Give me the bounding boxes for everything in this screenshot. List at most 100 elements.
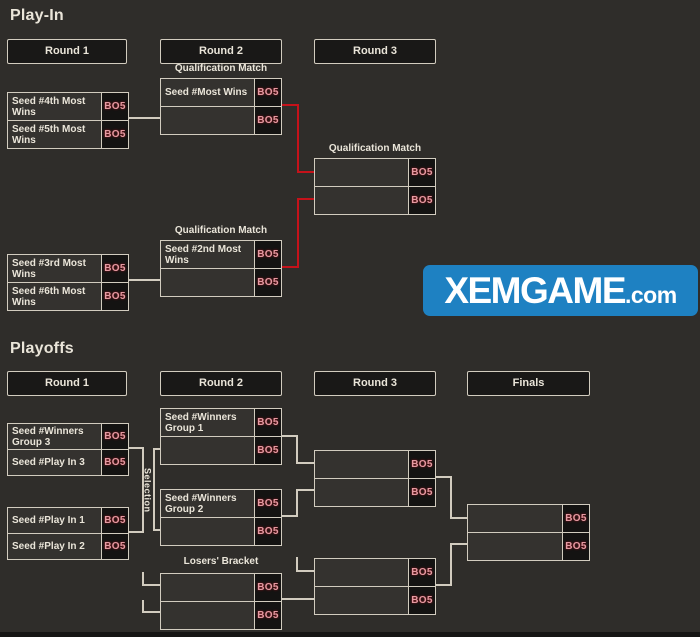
match-playin-r1-bottom: Seed #3rd Most Wins BO5 Seed #6th Most W… xyxy=(7,254,129,311)
connector-line xyxy=(450,476,452,519)
connector-line-red xyxy=(297,198,299,268)
connector-line xyxy=(282,515,298,517)
team-name: Seed #Winners Group 3 xyxy=(12,425,84,448)
team-name xyxy=(161,574,254,601)
bo5-badge: BO5 xyxy=(101,534,128,559)
match-slot: Seed #Winners Group 2 BO5 xyxy=(161,490,281,517)
match-slot: Seed #3rd Most Wins BO5 xyxy=(8,255,128,282)
bo5-badge: BO5 xyxy=(254,79,281,106)
bo5-badge: BO5 xyxy=(254,490,281,517)
match-slot: BO5 xyxy=(468,532,589,560)
match-slot: Seed #Play In 2 BO5 xyxy=(8,533,128,559)
match-playoffs-r2-bottom: Seed #Winners Group 2 BO5 BO5 xyxy=(160,489,282,546)
xemgame-watermark-logo: XEMGAME.com xyxy=(423,265,698,316)
team-name: Seed #Play In 3 xyxy=(12,457,85,468)
match-slot: BO5 xyxy=(468,505,589,532)
team-name: Seed #Winners Group 2 xyxy=(165,492,237,515)
bo5-badge: BO5 xyxy=(101,508,128,533)
playin-round2-header: Round 2 xyxy=(160,39,282,64)
bo5-badge: BO5 xyxy=(408,187,435,214)
bo5-badge: BO5 xyxy=(408,159,435,186)
connector-line xyxy=(142,447,144,533)
connector-line xyxy=(153,529,161,531)
bo5-badge: BO5 xyxy=(254,574,281,601)
bo5-badge: BO5 xyxy=(254,269,281,296)
match-playoffs-r1-bottom: Seed #Play In 1 BO5 Seed #Play In 2 BO5 xyxy=(7,507,129,560)
connector-line xyxy=(128,531,143,533)
bo5-badge: BO5 xyxy=(408,559,435,586)
team-name xyxy=(468,505,562,532)
team-name xyxy=(161,602,254,629)
match-slot: Seed #Winners Group 1 BO5 xyxy=(161,409,281,436)
match-playin-r3: BO5 BO5 xyxy=(314,158,436,215)
match-playoffs-r1-top: Seed #Winners Group 3 BO5 Seed #Play In … xyxy=(7,423,129,476)
connector-line xyxy=(296,489,315,491)
match-losers-final: BO5 BO5 xyxy=(314,558,436,615)
match-slot: BO5 xyxy=(315,186,435,214)
match-slot: Seed #5th Most Wins BO5 xyxy=(8,120,128,148)
connector-line-red xyxy=(282,266,299,268)
bo5-badge: BO5 xyxy=(408,587,435,614)
match-slot: BO5 xyxy=(161,436,281,464)
connector-line-red xyxy=(297,171,314,173)
team-name xyxy=(468,533,562,560)
connector-line-red xyxy=(297,104,299,173)
team-name: Seed #Play In 2 xyxy=(12,541,85,552)
bo5-badge: BO5 xyxy=(562,505,589,532)
match-slot: Seed #Play In 3 BO5 xyxy=(8,449,128,475)
connector-line xyxy=(296,462,315,464)
match-finals: BO5 BO5 xyxy=(467,504,590,561)
match-slot: BO5 xyxy=(161,106,281,134)
connector-elbow xyxy=(296,570,315,572)
bo5-badge: BO5 xyxy=(254,241,281,268)
bo5-badge: BO5 xyxy=(101,255,128,282)
bo5-badge: BO5 xyxy=(408,479,435,506)
connector-line xyxy=(153,448,155,531)
team-name: Seed #6th Most Wins xyxy=(12,285,86,308)
team-name: Seed #Winners Group 1 xyxy=(165,411,237,434)
match-slot: BO5 xyxy=(161,517,281,545)
team-name: Seed #3rd Most Wins xyxy=(12,257,86,280)
selection-label: Selection xyxy=(142,467,153,513)
match-losers-r1: BO5 BO5 xyxy=(160,573,282,630)
connector-elbow xyxy=(142,600,144,613)
connector-line-red xyxy=(282,104,299,106)
connector-line xyxy=(153,448,161,450)
match-slot: Seed #Play In 1 BO5 xyxy=(8,508,128,533)
qualification-match-label: Qualification Match xyxy=(328,143,422,154)
bo5-badge: BO5 xyxy=(254,437,281,464)
bo5-badge: BO5 xyxy=(254,518,281,545)
connector-elbow xyxy=(142,611,161,613)
losers-bracket-label: Losers' Bracket xyxy=(183,556,259,567)
logo-suffix: .com xyxy=(625,282,677,308)
qualification-match-label: Qualification Match xyxy=(174,225,268,236)
match-slot: Seed #Most Wins BO5 xyxy=(161,79,281,106)
bo5-badge: BO5 xyxy=(101,121,128,148)
match-slot: Seed #6th Most Wins BO5 xyxy=(8,282,128,310)
bo5-badge: BO5 xyxy=(408,451,435,478)
connector-line xyxy=(450,543,468,545)
team-name: Seed #Play In 1 xyxy=(12,515,85,526)
match-slot: BO5 xyxy=(161,601,281,629)
match-slot: BO5 xyxy=(161,268,281,296)
match-slot: Seed #Winners Group 3 BO5 xyxy=(8,424,128,449)
connector-elbow xyxy=(142,584,161,586)
bo5-badge: BO5 xyxy=(101,93,128,120)
section-title-playoffs: Playoffs xyxy=(10,340,74,357)
match-playoffs-r2-top: Seed #Winners Group 1 BO5 BO5 xyxy=(160,408,282,465)
team-name xyxy=(315,559,408,586)
playin-round1-header: Round 1 xyxy=(7,39,127,64)
bo5-badge: BO5 xyxy=(254,107,281,134)
playoffs-round3-header: Round 3 xyxy=(314,371,436,396)
connector-line-red xyxy=(297,198,314,200)
playin-round3-header: Round 3 xyxy=(314,39,436,64)
team-name xyxy=(161,518,254,545)
match-playin-r2-top: Seed #Most Wins BO5 BO5 xyxy=(160,78,282,135)
connector-line xyxy=(436,584,452,586)
match-slot: BO5 xyxy=(315,586,435,614)
team-name xyxy=(315,451,408,478)
team-name: Seed #4th Most Wins xyxy=(12,95,86,118)
qualification-match-label: Qualification Match xyxy=(174,63,268,74)
playoffs-round1-header: Round 1 xyxy=(7,371,127,396)
